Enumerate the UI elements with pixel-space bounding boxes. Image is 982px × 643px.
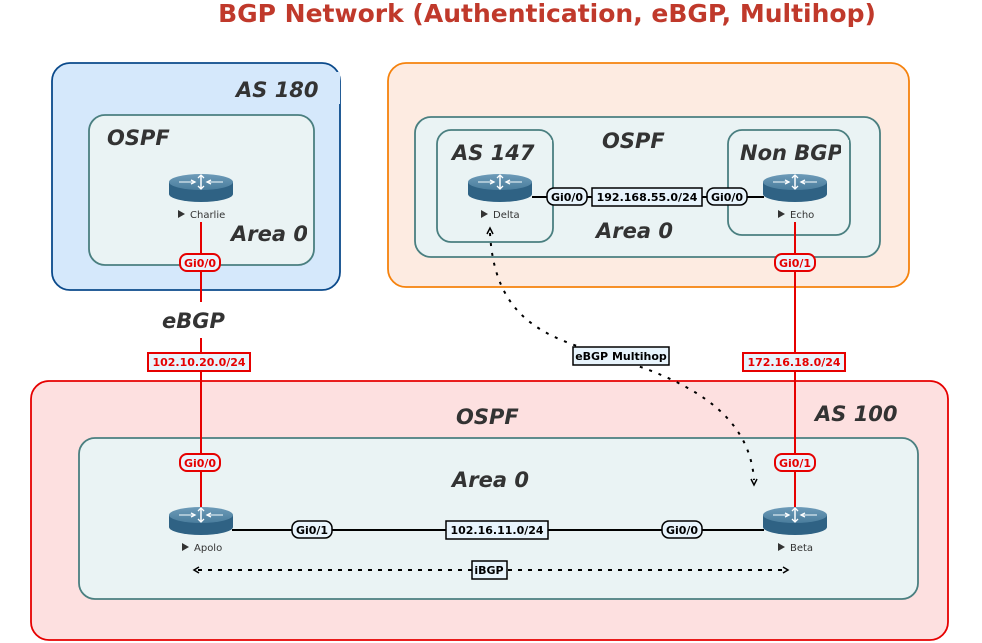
as100-area-label: Area 0 (450, 468, 529, 492)
router-name: Echo (790, 210, 814, 221)
interface-text: Gi0/1 (296, 524, 328, 537)
router-icon (467, 173, 533, 203)
network-text: 172.16.18.0/24 (747, 356, 840, 369)
as180-area-label: Area 0 (229, 222, 308, 246)
network-label-102-16-11: 102.16.11.0/24 (445, 520, 549, 540)
ibgp-arrow-left-icon (192, 566, 200, 574)
ibgp-arrow-right-icon (782, 566, 790, 574)
ibgp-label: iBGP (474, 564, 503, 577)
interface-charlie-gi0-0: Gi0/0 (179, 253, 221, 272)
router-icon (762, 506, 828, 536)
router-charlie[interactable]: Charlie (168, 173, 234, 221)
router-name: Beta (790, 543, 813, 554)
interface-text: Gi0/0 (711, 191, 743, 204)
interface-apolo-gi0-0: Gi0/0 (179, 453, 221, 472)
ibgp-label-box: iBGP (471, 560, 508, 580)
interface-text: Gi0/0 (184, 257, 216, 270)
router-beta[interactable]: Beta (762, 506, 828, 554)
multihop-label: eBGP Multihop (575, 350, 667, 363)
as180-label: AS 180 (234, 78, 319, 102)
router-name: Apolo (194, 543, 222, 554)
router-name: Charlie (190, 210, 225, 221)
router-apolo[interactable]: Apolo (168, 506, 234, 554)
interface-text: Gi0/0 (551, 191, 583, 204)
router-delta[interactable]: Delta (467, 173, 533, 221)
as147-ospf-label: OSPF (602, 129, 665, 153)
play-icon (182, 543, 189, 551)
non-bgp-label: Non BGP (740, 141, 844, 165)
interface-text: Gi0/1 (779, 257, 811, 270)
play-icon (178, 210, 185, 218)
multihop-session-line (489, 232, 755, 481)
network-text: 102.16.11.0/24 (450, 524, 543, 537)
diagram-title: BGP Network (Authentication, eBGP, Multi… (218, 0, 876, 28)
as100-label: AS 100 (813, 402, 898, 426)
router-icon (168, 506, 234, 536)
interface-beta-gi0-1: Gi0/1 (774, 453, 816, 472)
as147-area-label: Area 0 (594, 219, 673, 243)
play-icon (778, 543, 785, 551)
interface-echo-gi0-0: Gi0/0 (706, 187, 748, 206)
multihop-arrow-down-icon (750, 478, 758, 487)
router-icon (168, 173, 234, 203)
network-label-102-10-20: 102.10.20.0/24 (147, 352, 251, 372)
network-text: 102.10.20.0/24 (152, 356, 245, 369)
interface-text: Gi0/0 (666, 524, 698, 537)
router-echo[interactable]: Echo (762, 173, 828, 221)
ebgp-link-label: eBGP (162, 309, 225, 333)
ebgp-label-bg (158, 302, 244, 338)
as180-ospf-label: OSPF (107, 126, 170, 150)
router-name: Delta (493, 210, 520, 221)
interface-beta-gi0-0: Gi0/0 (661, 520, 703, 539)
multihop-arrow-up-icon (486, 226, 494, 235)
network-label-172-16-18: 172.16.18.0/24 (742, 352, 846, 372)
as147-label: AS 147 (450, 141, 535, 165)
network-text: 192.168.55.0/24 (597, 191, 698, 204)
interface-text: Gi0/1 (779, 457, 811, 470)
interface-delta-gi0-0: Gi0/0 (546, 187, 588, 206)
multihop-label-box: eBGP Multihop (572, 346, 670, 366)
as100-ospf-label: OSPF (456, 405, 519, 429)
play-icon (481, 210, 488, 218)
interface-apolo-gi0-1: Gi0/1 (291, 520, 333, 539)
interface-text: Gi0/0 (184, 457, 216, 470)
router-icon (762, 173, 828, 203)
play-icon (778, 210, 785, 218)
interface-echo-gi0-1: Gi0/1 (774, 253, 816, 272)
network-label-192-168-55: 192.168.55.0/24 (591, 187, 703, 207)
zone-as100: OSPF AS 100 Area 0 (30, 380, 949, 641)
